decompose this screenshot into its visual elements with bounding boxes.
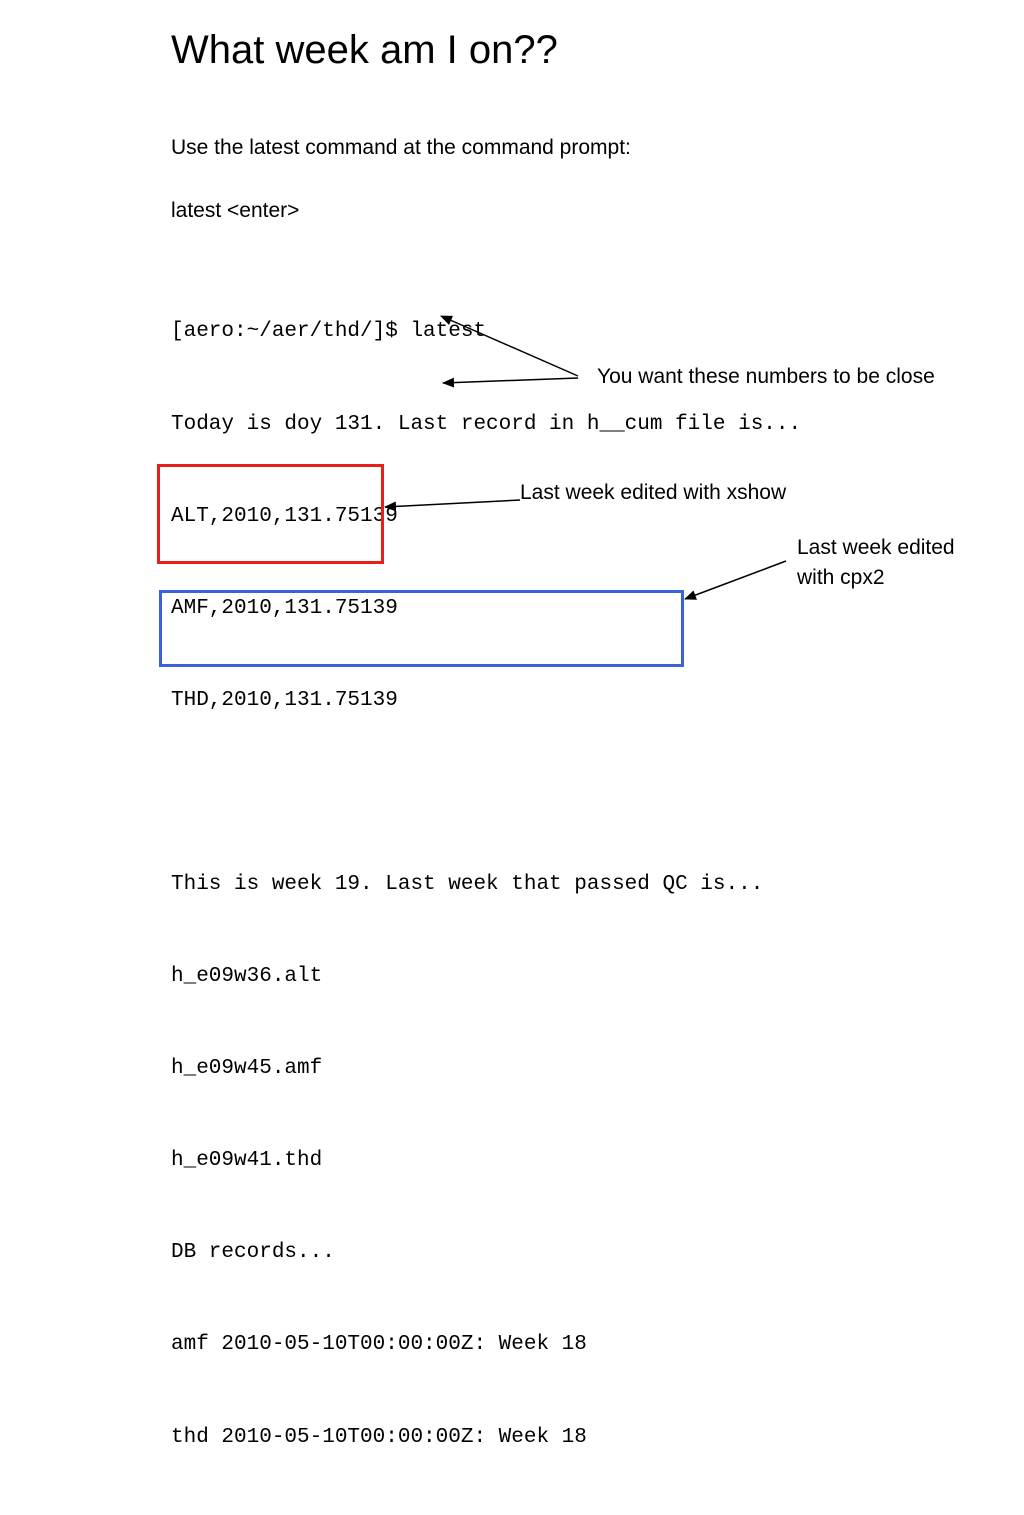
- terminal-line: h_e09w36.alt: [171, 965, 323, 989]
- terminal-line: thd 2010-05-10T00:00:00Z: Week 18: [171, 1425, 587, 1449]
- xshow-callout: Last week edited with xshow: [520, 481, 787, 504]
- slide-title: What week am I on??: [171, 28, 558, 72]
- terminal-line: h_e09w45.amf: [171, 1057, 323, 1081]
- terminal-line: AMF,2010,131.75139: [171, 596, 398, 620]
- slide: What week am I on?? Use the latest comma…: [157, 28, 955, 1449]
- command-text: latest <enter>: [171, 199, 300, 222]
- cpx2-highlight-box: [159, 590, 684, 667]
- terminal-line: This is week 19. Last week that passed Q…: [171, 872, 764, 896]
- terminal-line: Today is doy 131. Last record in h__cum …: [171, 412, 802, 436]
- close-numbers-callout: You want these numbers to be close: [597, 365, 935, 388]
- terminal-line-blank: [171, 778, 801, 809]
- xshow-highlight-box: [157, 464, 384, 564]
- terminal-line: amf 2010-05-10T00:00:00Z: Week 18: [171, 1333, 587, 1357]
- terminal-line: THD,2010,131.75139: [171, 688, 398, 712]
- cpx2-callout: Last week edited with cpx2: [797, 533, 955, 593]
- intro-text: Use the latest command at the command pr…: [171, 136, 631, 159]
- terminal-line: [aero:~/aer/thd/]$ latest: [171, 320, 487, 344]
- terminal-line: DB records...: [171, 1241, 335, 1265]
- cpx2-callout-line: with cpx2: [797, 566, 885, 589]
- terminal-line: h_e09w41.thd: [171, 1149, 323, 1173]
- terminal-line: ALT,2010,131.75139: [171, 504, 398, 528]
- terminal-output: [aero:~/aer/thd/]$ latest Today is doy 1…: [171, 256, 801, 1515]
- cpx2-callout-line: Last week edited: [797, 536, 955, 559]
